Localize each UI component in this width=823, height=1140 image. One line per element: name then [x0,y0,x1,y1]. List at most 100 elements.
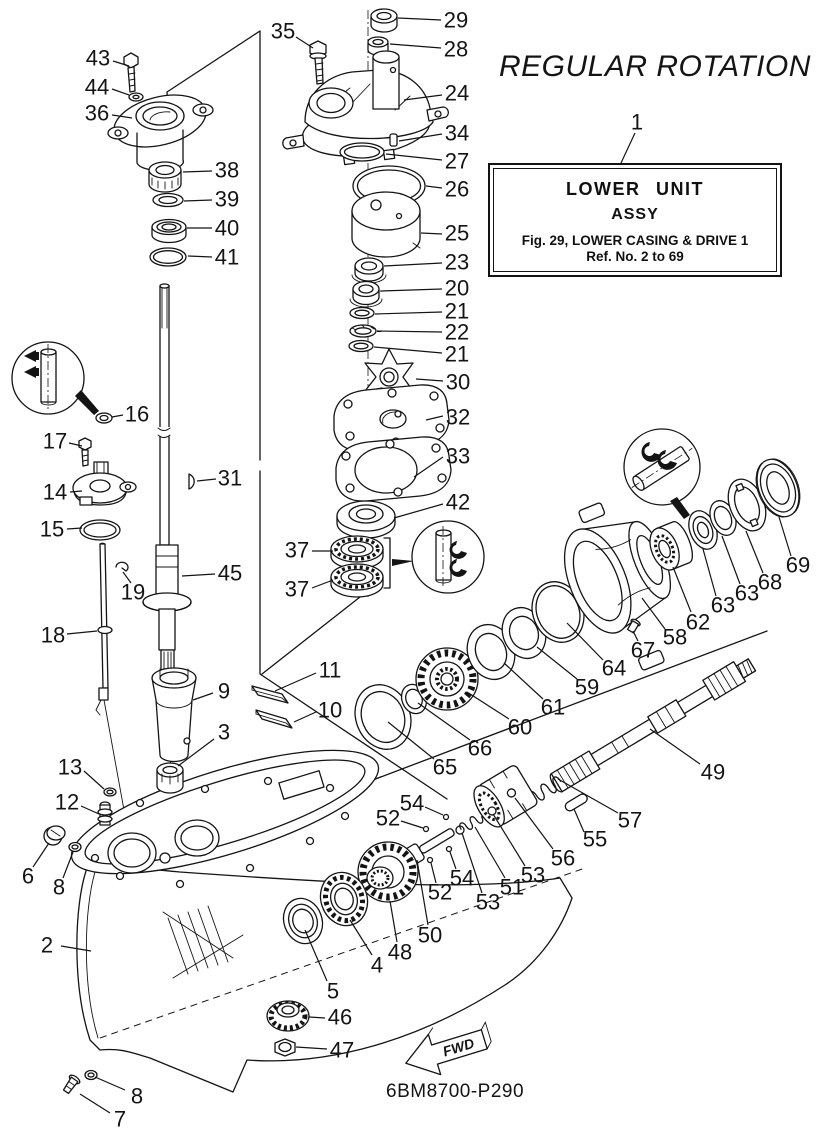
leader-line-14 [69,490,83,493]
leader-line-32 [425,415,444,421]
part-screw-67 [626,618,641,634]
callout-label-52: 52 [376,806,400,831]
part-oring-15 [79,519,121,541]
detail-circle-left [11,341,99,415]
callout-label-3: 3 [218,720,230,745]
leader-line-12 [80,805,100,815]
callout-label-58: 58 [663,625,687,650]
callout-label-18: 18 [41,623,65,648]
callout-label-64: 64 [602,656,626,681]
leader-line-11 [274,672,317,692]
callout-label-4: 4 [371,953,383,978]
part-pinion-gear-46 [266,1000,310,1032]
leader-line-50 [416,859,429,926]
leader-line-8 [94,1076,126,1091]
callout-label-68: 68 [758,570,782,595]
callout-label-59: 59 [575,675,599,700]
callout-label-19: 19 [121,580,145,605]
info-box-line2: ASSY [611,206,659,223]
detail-circle-mid [411,520,485,594]
leader-line-30 [415,378,444,382]
leader-line-35 [295,36,314,49]
callout-label-63: 63 [711,593,735,618]
leader-line-64 [566,622,604,661]
part-forward-gear-60 [415,647,479,711]
callout-label-5: 5 [327,979,339,1004]
leader-line-69 [778,516,792,557]
part-washer-21a [349,306,375,320]
callout-label-26: 26 [445,177,469,202]
leader-line-10 [293,711,317,723]
callout-label-35: 35 [271,19,295,44]
leader-line-62 [672,566,692,613]
part-bushing-29 [370,8,398,33]
leader-line-2 [60,945,92,952]
part-screw-7 [62,1074,81,1095]
part-washer-61 [466,623,516,681]
callout-label-52: 52 [428,880,452,905]
callout-label-33: 33 [446,444,470,469]
leader-line-5 [304,929,328,982]
leader-line-17 [68,442,83,447]
callout-label-6: 6 [22,864,34,889]
callout-label-54: 54 [400,791,424,816]
callout-label-10: 10 [318,698,342,723]
part-bearing-3 [156,762,184,794]
leader-line-65 [387,721,435,760]
leader-line-66 [417,702,471,741]
part-water-pump-housing-24 [282,50,449,166]
part-key-11 [251,685,289,704]
callout-label-48: 48 [388,940,412,965]
assembly-info-box-inner: LOWER UNIT ASSY Fig. 29, LOWER CASING & … [493,168,777,272]
part-spring-57 [528,776,562,801]
detail-circle-right [623,428,701,519]
part-gasket-33 [335,436,452,502]
callout-label-62: 62 [686,610,710,635]
part-washer-39 [152,192,184,208]
part-sleeve-9 [151,667,197,763]
callout-label-22: 22 [445,320,469,345]
leader-line-52 [430,862,437,884]
part-bearing-housing-58 [563,502,672,671]
part-drive-shaft-45 [142,283,192,687]
callout-label-17: 17 [43,429,67,454]
callout-label-34: 34 [445,121,469,146]
leader-line-22 [376,330,443,333]
info-box-line1: LOWER UNIT [566,179,704,199]
leader-line-27 [385,153,443,161]
part-collar-23 [351,257,387,284]
part-washer-22 [349,324,377,338]
part-washer-44 [128,92,144,102]
callout-label-55: 55 [583,827,607,852]
leader-line-49 [649,728,701,765]
part-bushing-16 [95,412,113,424]
leader-line-68 [745,530,764,574]
part-key-washer-68 [727,478,767,532]
part-oil-seal-63a [688,510,718,550]
leader-line-37 [311,579,334,589]
callout-label-45: 45 [218,561,242,586]
leader-line-42 [393,503,444,519]
callout-label-30: 30 [446,370,470,395]
leader-line-43 [112,60,130,67]
leader-line-21 [374,311,443,315]
figure-part-code: 6BM8700-P290 [386,1081,525,1102]
callout-label-28: 28 [444,37,468,62]
callout-label-54: 54 [450,866,474,891]
part-pin-34 [389,133,398,147]
part-ring-13 [103,787,117,797]
bracket-37 [383,537,414,589]
callout-label-16: 16 [125,402,149,427]
part-bearing-37a [330,535,384,570]
part-washer-8-left [68,841,82,853]
callout-label-60: 60 [508,715,532,740]
part-seal-housing-42 [336,500,396,539]
callout-label-25: 25 [445,221,469,246]
callout-label-21: 21 [445,299,469,324]
part-washer-21b [348,339,374,353]
part-bearing-62 [649,521,694,571]
leader-line-29 [397,17,442,21]
leader-line-4 [349,919,373,956]
leader-line-24 [403,94,443,101]
callout-label-14: 14 [43,480,67,505]
